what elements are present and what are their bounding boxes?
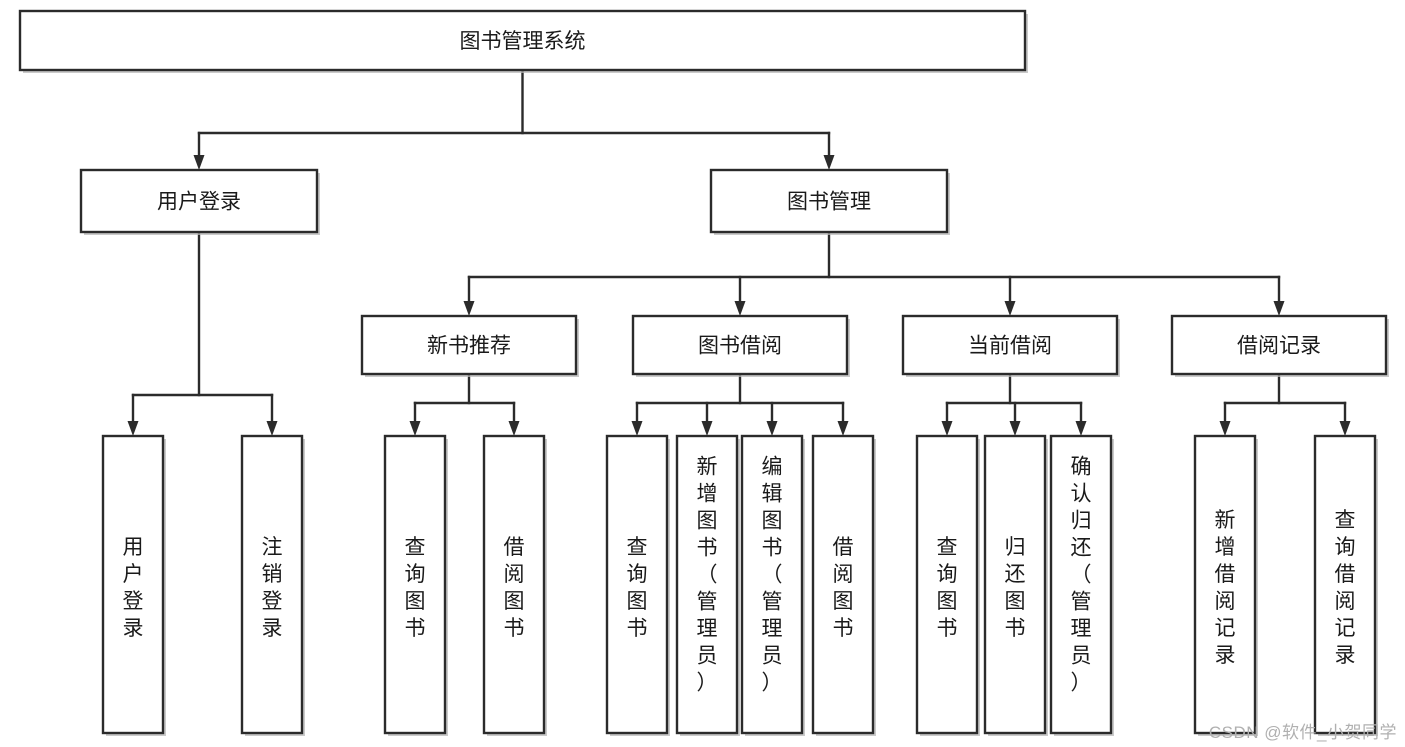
node-leaf-query-book-cur-label: 查询图书	[937, 536, 958, 640]
node-borrow-record-box[interactable]	[1170, 314, 1388, 376]
arrow-head-icon	[734, 301, 746, 316]
csdn-watermark: CSDN @软件_小贺同学	[1208, 723, 1397, 742]
arrow-head-icon	[193, 155, 205, 170]
arrow-head-icon	[1075, 421, 1087, 436]
node-user-login-box[interactable]	[79, 168, 319, 234]
arrow-head-icon	[463, 301, 475, 316]
node-leaf-query-book-rec-box[interactable]	[383, 434, 447, 735]
arrow-head-icon	[631, 421, 643, 436]
node-root-box[interactable]	[18, 9, 1027, 72]
node-new-book-rec-box[interactable]	[360, 314, 578, 376]
node-current-borrow-box[interactable]	[901, 314, 1119, 376]
node-layer: 图书管理系统用户登录图书管理新书推荐图书借阅当前借阅借阅记录用户登录注销登录查询…	[18, 9, 1389, 736]
arrow-head-icon	[823, 155, 835, 170]
node-leaf-confirm-return-label: 确认归还（管理员）	[1071, 455, 1092, 694]
node-leaf-query-book-rec-label: 查询图书	[405, 536, 426, 640]
node-leaf-borrow-book-rec-label: 借阅图书	[504, 536, 525, 640]
node-root-label: 图书管理系统	[460, 30, 586, 53]
node-book-borrow-label: 图书借阅	[698, 335, 782, 358]
arrow-head-icon	[1004, 301, 1016, 316]
arrow-head-icon	[508, 421, 520, 436]
node-leaf-return-book-label: 归还图书	[1005, 536, 1026, 640]
arrow-head-icon	[1339, 421, 1351, 436]
node-leaf-user-login-label: 用户登录	[123, 536, 144, 640]
arrow-head-icon	[1219, 421, 1231, 436]
node-leaf-edit-book-box[interactable]	[740, 434, 804, 735]
node-borrow-record-label: 借阅记录	[1237, 335, 1321, 358]
connector-layer	[127, 68, 1351, 436]
node-leaf-user-login-box[interactable]	[101, 434, 165, 735]
node-user-login-label: 用户登录	[157, 191, 241, 214]
node-leaf-query-book-borrow-box[interactable]	[605, 434, 669, 735]
node-leaf-add-book-box[interactable]	[675, 434, 739, 735]
node-leaf-query-book-cur-box[interactable]	[915, 434, 979, 735]
node-new-book-rec-label: 新书推荐	[427, 335, 511, 358]
node-leaf-add-book-label: 新增图书（管理员）	[697, 455, 718, 694]
arrow-head-icon	[837, 421, 849, 436]
arrow-head-icon	[1009, 421, 1021, 436]
node-book-manage-label: 图书管理	[787, 191, 871, 214]
node-leaf-query-book-borrow-label: 查询图书	[627, 536, 648, 640]
arrow-head-icon	[127, 421, 139, 436]
node-book-borrow-box[interactable]	[631, 314, 849, 376]
node-leaf-user-logout-box[interactable]	[240, 434, 304, 735]
node-current-borrow-label: 当前借阅	[968, 335, 1052, 358]
node-leaf-add-record-label: 新增借阅记录	[1215, 509, 1236, 667]
arrow-head-icon	[1273, 301, 1285, 316]
node-leaf-add-record-box[interactable]	[1193, 434, 1257, 735]
arrow-head-icon	[701, 421, 713, 436]
node-leaf-confirm-return-box[interactable]	[1049, 434, 1113, 735]
node-leaf-return-book-box[interactable]	[983, 434, 1047, 735]
arrow-head-icon	[941, 421, 953, 436]
node-leaf-query-record-label: 查询借阅记录	[1335, 509, 1356, 667]
arrow-head-icon	[766, 421, 778, 436]
node-leaf-borrow-book-rec-box[interactable]	[482, 434, 546, 735]
node-leaf-query-record-box[interactable]	[1313, 434, 1377, 735]
node-leaf-borrow-book-label: 借阅图书	[833, 536, 854, 640]
node-book-manage-box[interactable]	[709, 168, 949, 234]
node-leaf-borrow-book-box[interactable]	[811, 434, 875, 735]
node-leaf-edit-book-label: 编辑图书（管理员）	[762, 455, 783, 694]
arrow-head-icon	[409, 421, 421, 436]
arrow-head-icon	[266, 421, 278, 436]
node-leaf-user-logout-label: 注销登录	[262, 536, 283, 640]
